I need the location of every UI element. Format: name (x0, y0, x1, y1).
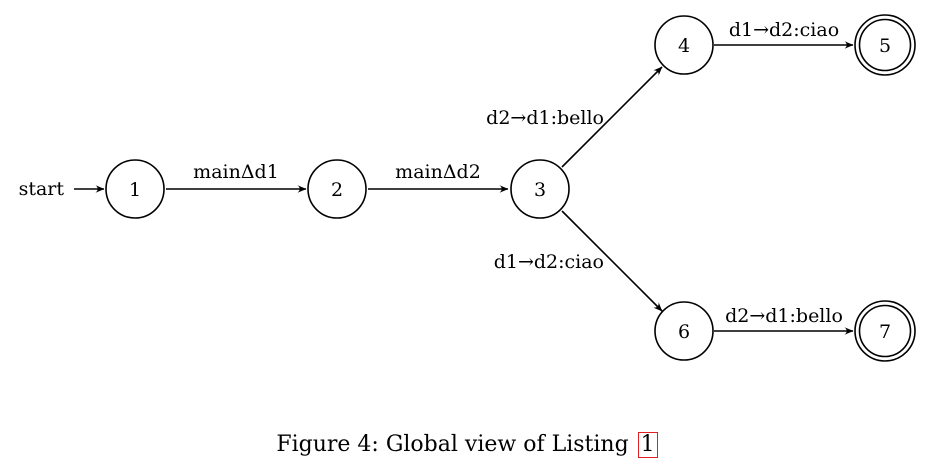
edge-label-2-3: mainΔd2 (395, 161, 481, 183)
state-label: 1 (129, 179, 141, 201)
accepting-state-node-7: 7 (854, 300, 916, 362)
edge-1-2: mainΔd1 (166, 161, 307, 193)
state-label: 7 (879, 321, 891, 343)
edge-4-5: d1→d2:ciao (714, 19, 854, 49)
caption-text: Figure 4: Global view of Listing (276, 432, 629, 457)
edge-label-4-5: d1→d2:ciao (729, 19, 839, 41)
state-label: 3 (534, 179, 546, 201)
edge-label-3-4: d2→d1:bello (486, 107, 604, 129)
state-diagram: start mainΔd1 mainΔd2 d2→d1:bello d1→d2:… (19, 14, 916, 362)
edge-2-3: mainΔd2 (368, 161, 509, 193)
edge-label-1-2: mainΔd1 (193, 161, 279, 183)
figure-caption: Figure 4: Global view of Listing 1 (0, 428, 934, 462)
listing-reference-link[interactable]: 1 (637, 432, 658, 458)
state-node-2: 2 (307, 159, 367, 219)
edge-6-7: d2→d1:bello (714, 305, 854, 335)
state-label: 2 (331, 179, 343, 201)
state-label: 6 (678, 321, 690, 343)
edge-label-6-7: d2→d1:bello (725, 305, 843, 327)
state-node-1: 1 (105, 159, 165, 219)
state-node-6: 6 (654, 301, 714, 361)
edge-3-6: d1→d2:ciao (494, 210, 663, 312)
state-node-3: 3 (510, 159, 570, 219)
edge-3-4: d2→d1:bello (486, 66, 663, 168)
accepting-state-node-5: 5 (854, 14, 916, 76)
state-node-4: 4 (654, 15, 714, 75)
start-label: start (19, 178, 65, 200)
state-label: 5 (879, 35, 891, 57)
edge-label-3-6: d1→d2:ciao (494, 251, 604, 273)
state-label: 4 (678, 35, 690, 57)
